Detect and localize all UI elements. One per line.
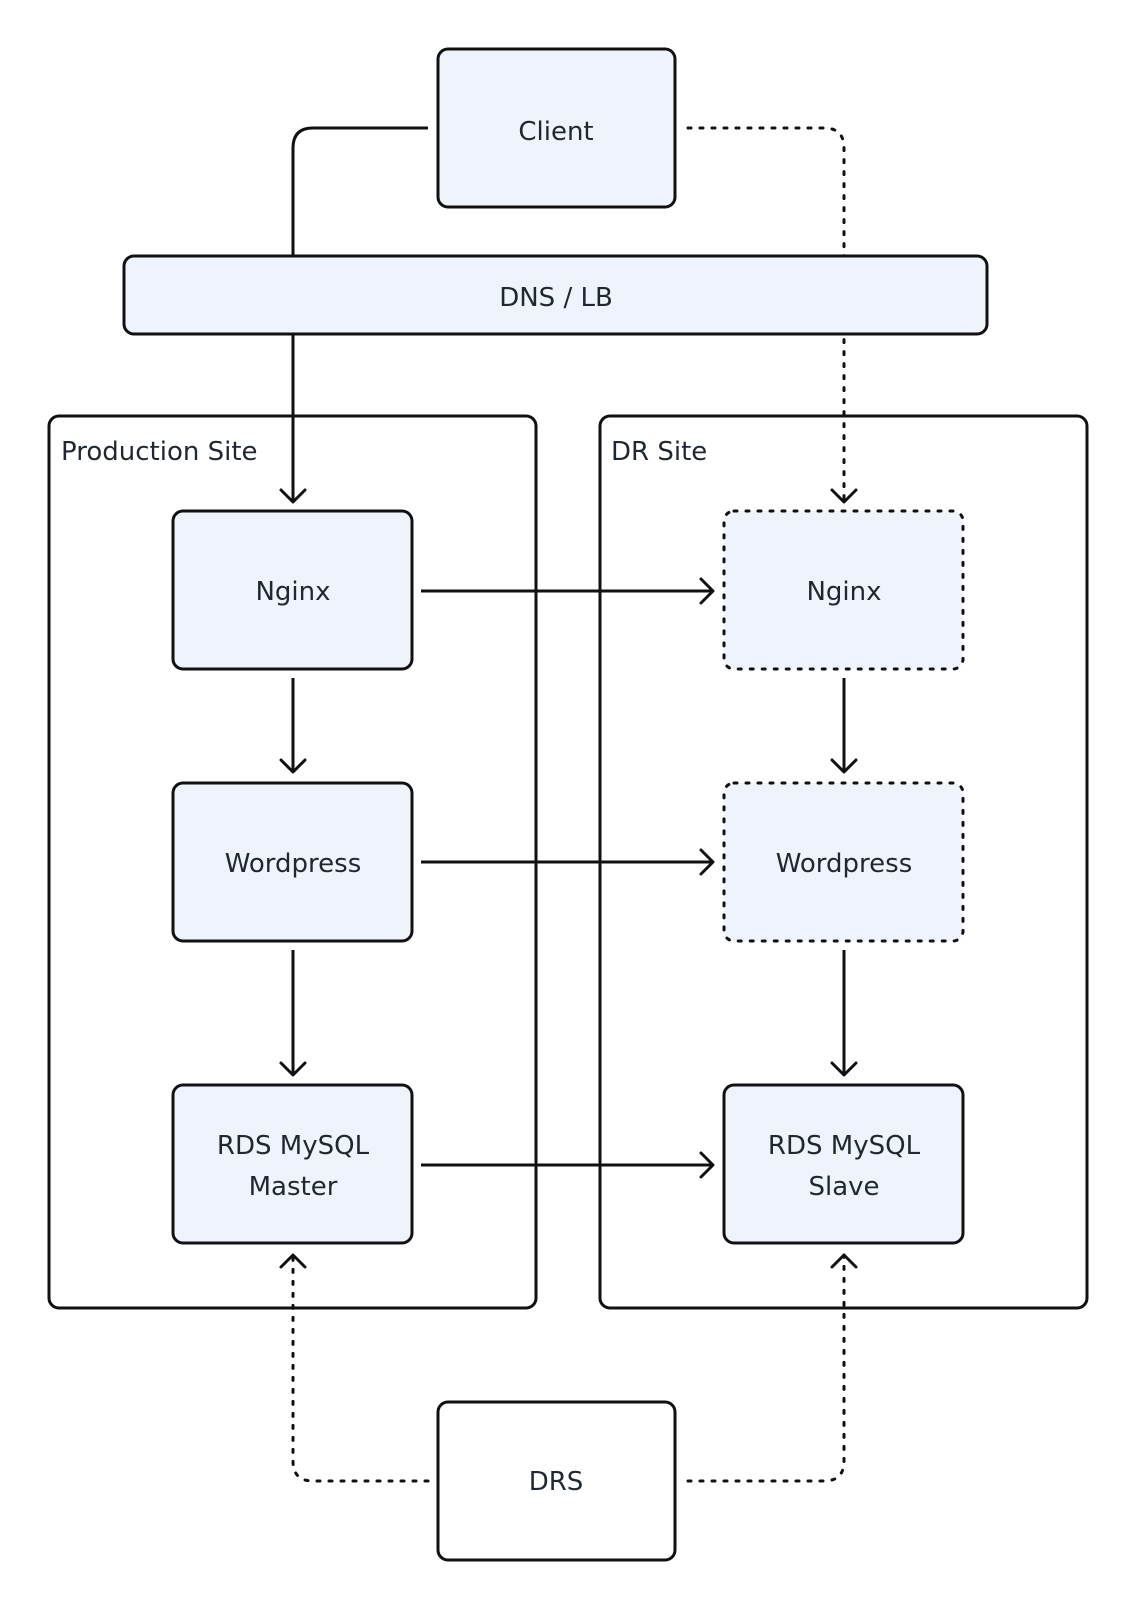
node-dr-nginx-label: Nginx [806, 577, 881, 607]
node-prod-wordpress: Wordpress [171, 781, 414, 943]
edge-client-to-prod-nginx [291, 126, 428, 502]
node-dr-rds-label-line2: Slave [808, 1172, 879, 1202]
node-prod-nginx: Nginx [171, 509, 414, 671]
node-dr-rds-label-line1: RDS MySQL [768, 1131, 921, 1161]
node-client: Client [436, 47, 677, 209]
node-prod-rds-label-line1: RDS MySQL [217, 1131, 370, 1161]
edge-wordpress-replication-arrowhead [699, 848, 715, 876]
edge-client-to-prod-nginx-arrowhead [279, 488, 307, 504]
edge-rds-replication-arrowhead [699, 1151, 715, 1179]
edge-client-to-dr-nginx-arrowhead [830, 488, 858, 504]
node-dr-wordpress: Wordpress [722, 781, 965, 943]
node-prod-rds-label-line2: Master [249, 1172, 338, 1202]
edge-nginx-replication-arrowhead [699, 577, 715, 605]
node-dr-wordpress-label: Wordpress [776, 849, 913, 879]
production-site-label: Production Site [61, 437, 258, 467]
node-drs: DRS [436, 1400, 677, 1562]
edge-dr-nginx-to-wordpress-arrowhead [830, 758, 858, 774]
edge-drs-to-dr-rds-arrowhead [830, 1253, 858, 1269]
node-dr-rds-slave: RDS MySQL Slave [722, 1083, 965, 1245]
node-prod-rds-master: RDS MySQL Master [171, 1083, 414, 1245]
dr-site-label: DR Site [611, 437, 707, 467]
node-dns-lb: DNS / LB [122, 254, 989, 336]
node-client-label: Client [518, 117, 593, 147]
edge-drs-to-prod-rds-arrowhead [279, 1253, 307, 1269]
edge-prod-wordpress-to-rds-arrowhead [279, 1061, 307, 1077]
node-prod-nginx-label: Nginx [255, 577, 330, 607]
node-dns-lb-label: DNS / LB [499, 283, 613, 313]
node-drs-label: DRS [529, 1467, 584, 1497]
edge-drs-to-dr-rds [686, 1253, 846, 1483]
node-prod-wordpress-label: Wordpress [225, 849, 362, 879]
edge-drs-to-prod-rds [291, 1253, 430, 1483]
edge-dr-wordpress-to-rds-arrowhead [830, 1061, 858, 1077]
edge-prod-nginx-to-wordpress-arrowhead [279, 758, 307, 774]
node-dr-nginx: Nginx [722, 509, 965, 671]
edge-client-to-dr-nginx [686, 126, 846, 504]
